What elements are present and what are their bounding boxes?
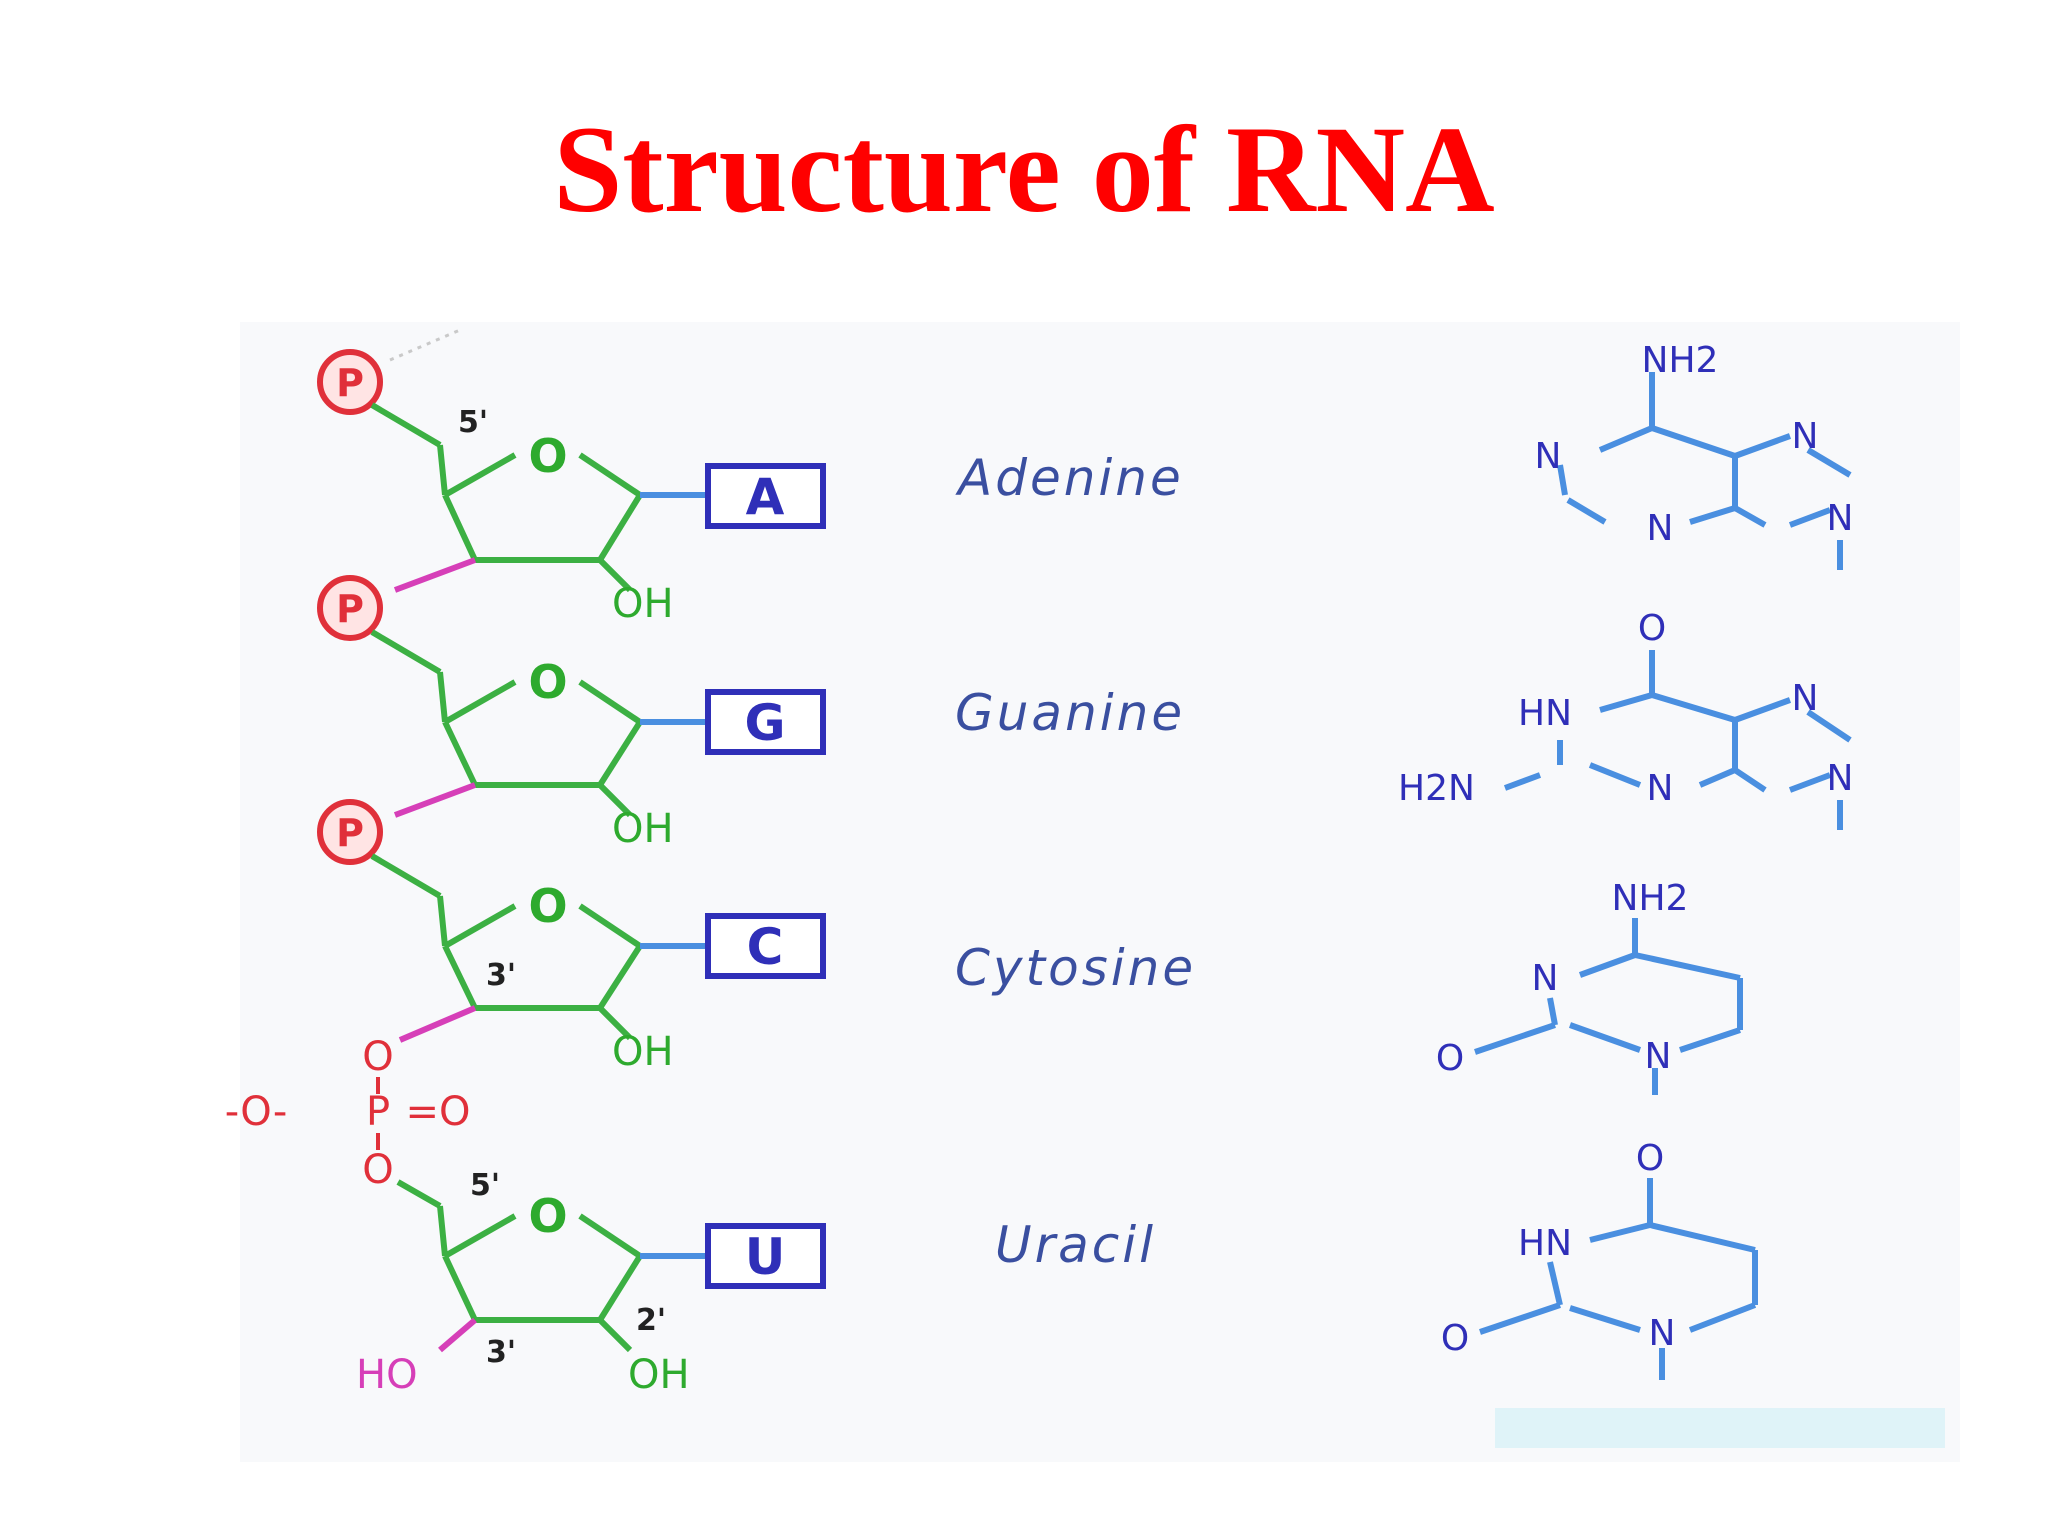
base-name-guanine: Guanine <box>955 684 1185 742</box>
cytosine-nh2: NH2 <box>1612 878 1689 919</box>
diagram-background <box>240 322 1960 1462</box>
adenine-n7: N <box>1792 416 1819 457</box>
phosphodiester-o-bottom: O <box>362 1147 393 1193</box>
uracil-hn: HN <box>1518 1223 1572 1264</box>
cytosine-o: O <box>1436 1038 1464 1079</box>
guanine-n3: N <box>1647 768 1674 809</box>
hydroxyl-label: OH <box>628 1352 690 1398</box>
phosphate-label: P <box>336 361 364 405</box>
phosphodiester-double-o: =O <box>406 1089 471 1135</box>
phosphodiester-p: P <box>366 1089 390 1135</box>
base-letter-a: A <box>746 468 785 526</box>
base-name-uracil: Uracil <box>995 1216 1156 1274</box>
cytosine-structure: NH2 N O N <box>1436 878 1743 1095</box>
ring-oxygen: O <box>528 1189 567 1243</box>
carbon-5-prime-label: 5' <box>458 405 488 440</box>
cytosine-n3: N <box>1532 958 1559 999</box>
phosphodiester-o-left: -O- <box>225 1089 288 1135</box>
phosphodiester-o-top: O <box>362 1034 393 1080</box>
phosphate-circle <box>317 349 383 415</box>
three-prime-link <box>438 1317 477 1353</box>
sugar-phosphate-link <box>393 782 477 818</box>
guanine-o: O <box>1638 608 1666 649</box>
cytosine-n1: N <box>1645 1036 1672 1077</box>
phosphate-label: P <box>336 811 364 855</box>
carbon-3-prime-label: 3' <box>486 958 516 993</box>
phosphate-sugar-bond <box>370 629 442 675</box>
phosphate-label: P <box>336 587 364 631</box>
phosphate-group: P <box>317 349 442 448</box>
uracil-o-top: O <box>1636 1138 1664 1179</box>
adenine-n9: N <box>1827 498 1854 539</box>
uracil-n1: N <box>1649 1313 1676 1354</box>
strand-continuation-dots <box>389 328 461 362</box>
phosphate-sugar-bond <box>370 402 442 448</box>
adenine-n3: N <box>1647 508 1674 549</box>
phosphate-sugar-bond <box>370 853 442 899</box>
base-letter-u: U <box>745 1228 786 1286</box>
carbon-3-prime-label: 3' <box>486 1335 516 1370</box>
sugar-phosphate-link <box>393 557 477 593</box>
guanine-n9: N <box>1827 758 1854 799</box>
guanine-n7: N <box>1792 678 1819 719</box>
sugar-phosphate-link <box>398 1005 477 1043</box>
ribose-sugar <box>437 895 643 1041</box>
page-title: Structure of RNA <box>553 101 1495 238</box>
phosphate-circle <box>317 799 383 865</box>
uracil-o: O <box>1441 1318 1469 1359</box>
carbon-5-prime-label: 5' <box>470 1168 500 1203</box>
guanine-h2n: H2N <box>1398 768 1475 809</box>
adenine-structure: NH2 N N N N <box>1535 340 1854 570</box>
phosphodiester-group: O -O- P =O O <box>225 1034 471 1209</box>
base-box-a <box>705 463 826 529</box>
ring-oxygen: O <box>528 655 567 709</box>
sugar-phosphate-backbone <box>389 328 461 362</box>
hydroxyl-label: OH <box>612 1029 674 1075</box>
phosphate-circle <box>317 575 383 641</box>
base-box-g <box>705 689 826 755</box>
base-letter-g: G <box>744 694 785 752</box>
ribose-sugar <box>437 1205 643 1353</box>
ribose-sugar <box>437 671 643 818</box>
ribose-sugar <box>437 444 643 593</box>
faded-watermark-bar <box>1495 1408 1945 1448</box>
adenine-n1: N <box>1535 436 1562 477</box>
phosphate-group: P <box>317 799 442 899</box>
hydroxyl-label: OH <box>612 806 674 852</box>
ring-oxygen: O <box>528 879 567 933</box>
base-box-u <box>705 1223 826 1289</box>
phosphate-sugar-bond <box>396 1179 442 1209</box>
phosphate-group: P <box>317 575 442 675</box>
guanine-structure: O HN H2N N N N <box>1398 608 1853 830</box>
ring-oxygen: O <box>528 429 567 483</box>
base-box-c <box>705 913 826 979</box>
base-name-cytosine: Cytosine <box>955 939 1196 997</box>
adenine-nh2: NH2 <box>1642 340 1719 381</box>
uracil-structure: O HN O N <box>1441 1138 1758 1380</box>
guanine-hn: HN <box>1518 693 1572 734</box>
carbon-2-prime-label: 2' <box>636 1303 666 1338</box>
base-letter-c: C <box>747 918 784 976</box>
three-prime-hydroxyl: HO <box>356 1352 418 1398</box>
hydroxyl-label: OH <box>612 581 674 627</box>
base-name-adenine: Adenine <box>955 449 1184 507</box>
